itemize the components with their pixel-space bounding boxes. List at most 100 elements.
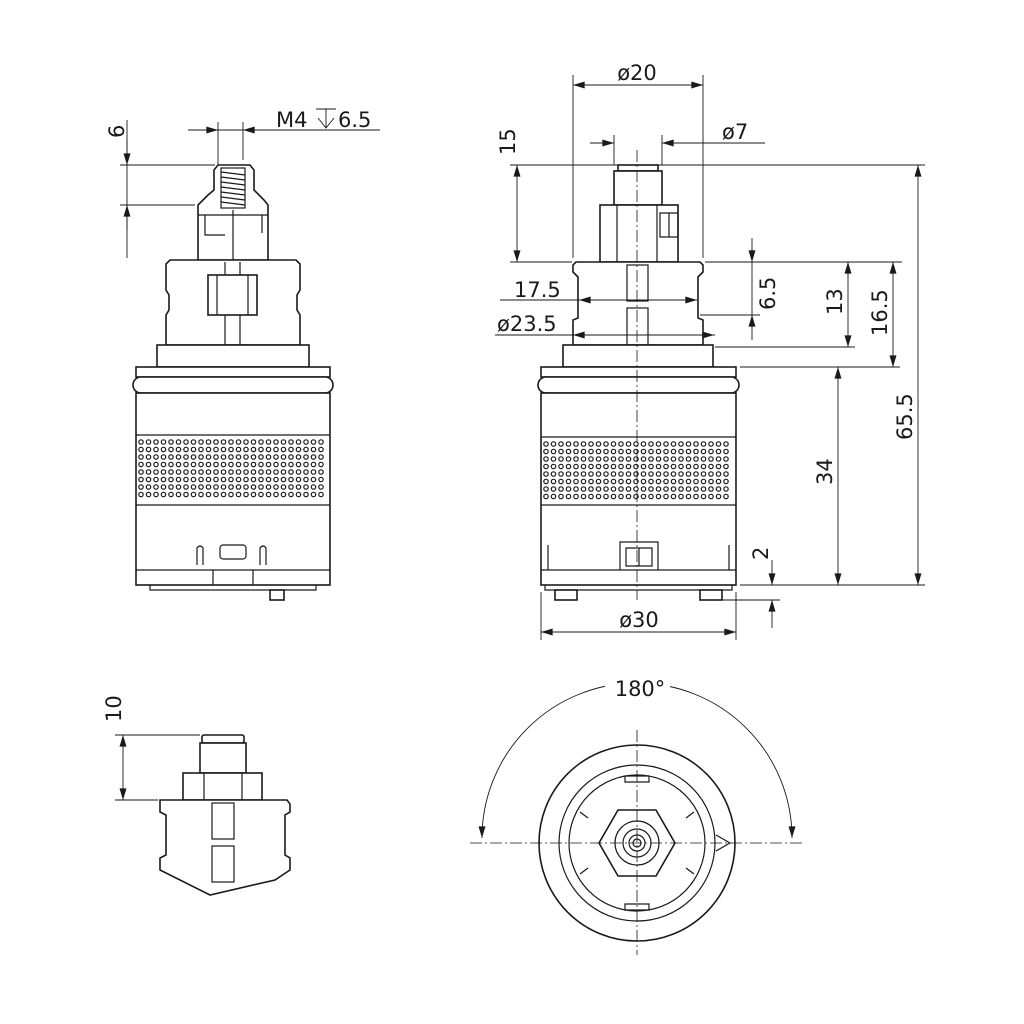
knurl-dot [603, 456, 609, 462]
knurl-dot [715, 441, 722, 447]
knurl-dot [693, 448, 699, 455]
knurl-dot [640, 493, 647, 500]
knurl-dot [243, 454, 249, 460]
knurl-dot [288, 454, 294, 460]
knurl-dot [183, 469, 189, 475]
knurl-dot [550, 478, 557, 485]
knurl-dot [715, 478, 722, 485]
knurl-dot [618, 448, 624, 455]
knurl-dot [243, 484, 249, 490]
knurl-dot [153, 446, 159, 453]
knurl-dot [603, 463, 609, 470]
knurl-dot [685, 441, 692, 447]
knurl-dot [273, 446, 279, 453]
dim-body-diameter: ø30 [619, 608, 659, 632]
knurl-dot [198, 461, 204, 468]
knurl-dot [258, 469, 264, 475]
knurl-dot [205, 476, 212, 483]
knurl-dot [280, 476, 287, 483]
knurl-dot [138, 469, 144, 475]
knurl-dot [663, 471, 669, 477]
knurl-dot [153, 439, 159, 445]
knurl-dot [295, 469, 302, 475]
knurl-dot [273, 439, 279, 445]
knurl-dot [295, 491, 302, 498]
knurl-dot [588, 493, 594, 500]
knurl-dot [588, 478, 594, 485]
knurl-dot [618, 486, 624, 492]
knurl-dot [273, 454, 279, 460]
knurl-dot [648, 471, 654, 477]
knurl-dot [310, 491, 317, 498]
knurl-dot [258, 476, 264, 483]
knurl-dot [303, 484, 309, 490]
knurl-dot [228, 491, 234, 498]
knurl-dot [175, 446, 182, 453]
knurl-dot [168, 491, 174, 498]
dim-pin-height: 2 [749, 547, 773, 560]
knurl-dot [633, 441, 639, 447]
knurl-dot [235, 446, 242, 453]
knurl-dot [618, 441, 624, 447]
knurl-dot [250, 454, 257, 460]
knurl-dot [573, 493, 579, 500]
knurl-dot [220, 491, 227, 498]
knurl-dot [160, 454, 167, 460]
knurl-dot [138, 454, 144, 460]
knurl-dot [640, 471, 647, 477]
dim-spline-inner: 17.5 [514, 278, 561, 302]
knurl-dot [700, 486, 707, 492]
knurl-dot [303, 454, 309, 460]
knurl-dot [700, 478, 707, 485]
knurl-dot [693, 486, 699, 492]
knurl-dot [588, 471, 594, 477]
knurl-dot [250, 491, 257, 498]
knurl-dot [700, 448, 707, 455]
knurl-dot [580, 463, 587, 470]
knurl-dot [708, 448, 714, 455]
knurl-dot [625, 478, 632, 485]
knurl-dot [280, 454, 287, 460]
knurl-dot [565, 493, 572, 500]
knurl-dot [573, 456, 579, 462]
knurl-dot [183, 454, 189, 460]
knurl-dot [145, 454, 152, 460]
knurl-dot [723, 463, 729, 470]
knurl-dot [573, 478, 579, 485]
knurl-dot [648, 493, 654, 500]
dim-body-height: 34 [813, 458, 837, 485]
knurl-dot [678, 441, 684, 447]
knurl-dot [543, 456, 549, 462]
knurl-dot [280, 491, 287, 498]
knurl-dot [618, 456, 624, 462]
knurl-dot [235, 484, 242, 490]
depth-icon [316, 108, 336, 129]
knurl-dot [558, 448, 564, 455]
knurl-dot [258, 454, 264, 460]
knurl-dot [558, 463, 564, 470]
side-view-dimensions: 6 M4 6.5 [105, 108, 380, 258]
knurl-dot [190, 461, 197, 468]
knurl-dot [228, 446, 234, 453]
knurl-dot [603, 471, 609, 477]
knurl-dot [295, 484, 302, 490]
knurl-dot [280, 484, 287, 490]
knurl-dot [220, 469, 227, 475]
knurl-dot [205, 484, 212, 490]
knurl-dot [618, 463, 624, 470]
knurl-dot [595, 456, 602, 462]
knurl-dot [558, 441, 564, 447]
knurl-dot [153, 461, 159, 468]
knurl-pattern-right [543, 441, 729, 500]
knurl-dot [318, 454, 324, 460]
knurl-dot [595, 448, 602, 455]
knurl-dot [678, 448, 684, 455]
knurl-dot [558, 486, 564, 492]
knurl-dot [145, 461, 152, 468]
knurl-dot [168, 461, 174, 468]
knurl-dot [198, 476, 204, 483]
knurl-pattern-left [138, 439, 324, 498]
knurl-dot [625, 441, 632, 447]
knurl-dot [168, 476, 174, 483]
knurl-dot [565, 448, 572, 455]
